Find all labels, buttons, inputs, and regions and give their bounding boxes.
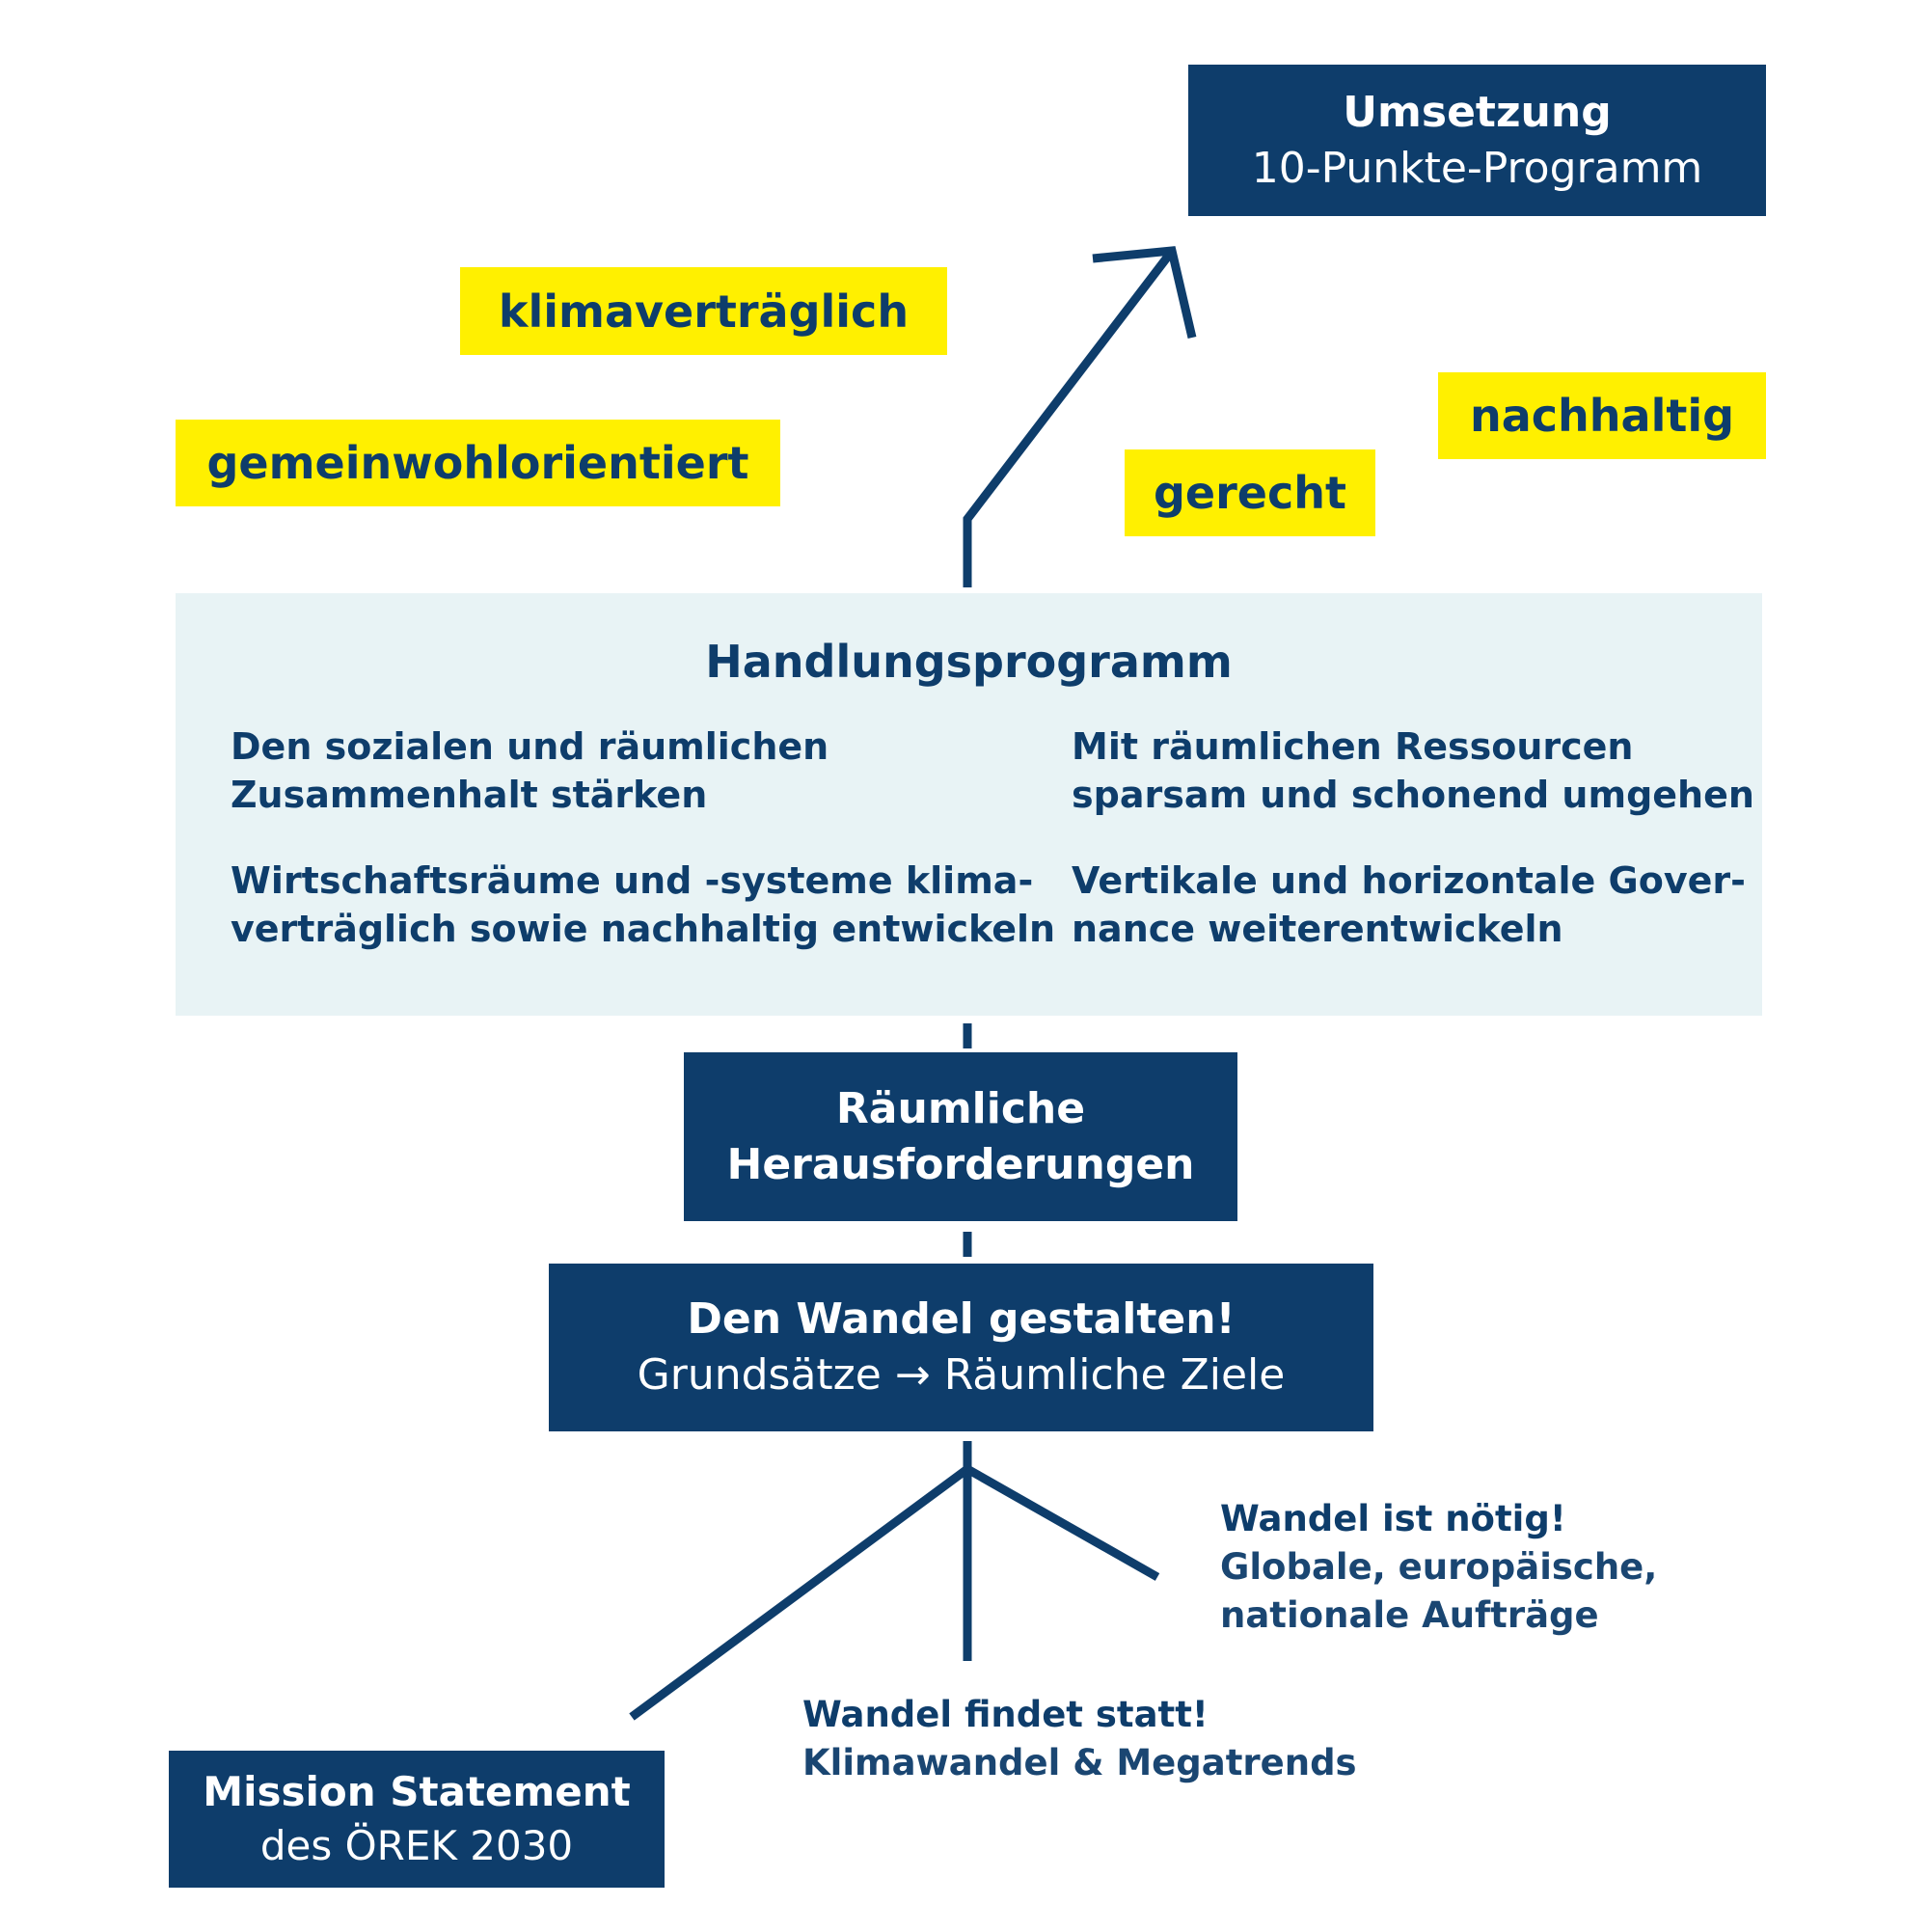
handlungsprogramm-item: Wirtschaftsräume und -systeme klima- ver… bbox=[231, 857, 1055, 953]
wandel-subtitle: Grundsätze → Räumliche Ziele bbox=[637, 1350, 1286, 1400]
wandel-box: Den Wandel gestalten! Grundsätze → Räuml… bbox=[549, 1264, 1373, 1431]
tag-nachhaltig: nachhaltig bbox=[1438, 372, 1766, 459]
note-noetig-line3: nationale Aufträge bbox=[1220, 1594, 1599, 1636]
umsetzung-subtitle: 10-Punkte-Programm bbox=[1251, 143, 1703, 193]
item-line: Vertikale und horizontale Gover- bbox=[1072, 859, 1746, 902]
note-statt-title: Wandel findet statt! bbox=[802, 1694, 1209, 1735]
note-wandel-statt: Wandel findet statt! Klimawandel & Megat… bbox=[802, 1691, 1357, 1787]
handlungsprogramm-title: Handlungsprogramm bbox=[705, 636, 1233, 688]
item-line: sparsam und schonend umgehen bbox=[1072, 774, 1754, 816]
handlungsprogramm-panel: Handlungsprogramm Den sozialen und räuml… bbox=[176, 593, 1762, 1016]
mission-box: Mission Statement des ÖREK 2030 bbox=[169, 1751, 665, 1888]
fan-left bbox=[629, 1465, 970, 1721]
mission-title: Mission Statement bbox=[203, 1768, 631, 1815]
herausforderungen-box: Räumliche Herausforderungen bbox=[684, 1052, 1237, 1221]
herausforderungen-line1: Räumliche bbox=[835, 1083, 1086, 1133]
mission-subtitle: des ÖREK 2030 bbox=[259, 1822, 574, 1869]
tag-gemeinwohlorientiert-label: gemeinwohlorientiert bbox=[206, 437, 749, 489]
wandel-title: Den Wandel gestalten! bbox=[687, 1294, 1236, 1344]
umsetzung-box: Umsetzung 10-Punkte-Programm bbox=[1188, 65, 1766, 216]
note-noetig-title: Wandel ist nötig! bbox=[1220, 1498, 1566, 1539]
item-line: Mit räumlichen Ressourcen bbox=[1072, 725, 1634, 768]
tag-gemeinwohlorientiert: gemeinwohlorientiert bbox=[176, 420, 780, 506]
item-line: nance weiterentwickeln bbox=[1072, 908, 1563, 950]
handlungsprogramm-item: Den sozialen und räumlichen Zusammenhalt… bbox=[231, 722, 829, 819]
tag-klimavertraeglich-label: klimaverträglich bbox=[498, 285, 910, 338]
handlungsprogramm-item: Mit räumlichen Ressourcen sparsam und sc… bbox=[1072, 722, 1754, 819]
herausforderungen-line2: Herausforderungen bbox=[726, 1139, 1195, 1189]
umsetzung-title: Umsetzung bbox=[1343, 87, 1612, 137]
item-line: verträglich sowie nachhaltig entwickeln bbox=[231, 908, 1056, 950]
fan-right bbox=[964, 1465, 1160, 1581]
item-line: Den sozialen und räumlichen bbox=[231, 725, 829, 768]
arrow-up-line bbox=[963, 251, 1174, 587]
note-noetig-line2: Globale, europäische, bbox=[1220, 1546, 1658, 1588]
item-line: Wirtschaftsräume und -systeme klima- bbox=[231, 859, 1034, 902]
tag-gerecht: gerecht bbox=[1125, 449, 1375, 536]
note-statt-line2: Klimawandel & Megatrends bbox=[802, 1742, 1357, 1783]
item-line: Zusammenhalt stärken bbox=[231, 774, 708, 816]
note-wandel-noetig: Wandel ist nötig! Globale, europäische, … bbox=[1220, 1495, 1657, 1640]
arrow-up-head bbox=[1092, 246, 1197, 340]
tag-gerecht-label: gerecht bbox=[1153, 467, 1346, 519]
tag-klimavertraeglich: klimaverträglich bbox=[460, 267, 947, 355]
handlungsprogramm-item: Vertikale und horizontale Gover- nance w… bbox=[1072, 857, 1746, 953]
tag-nachhaltig-label: nachhaltig bbox=[1469, 390, 1735, 442]
